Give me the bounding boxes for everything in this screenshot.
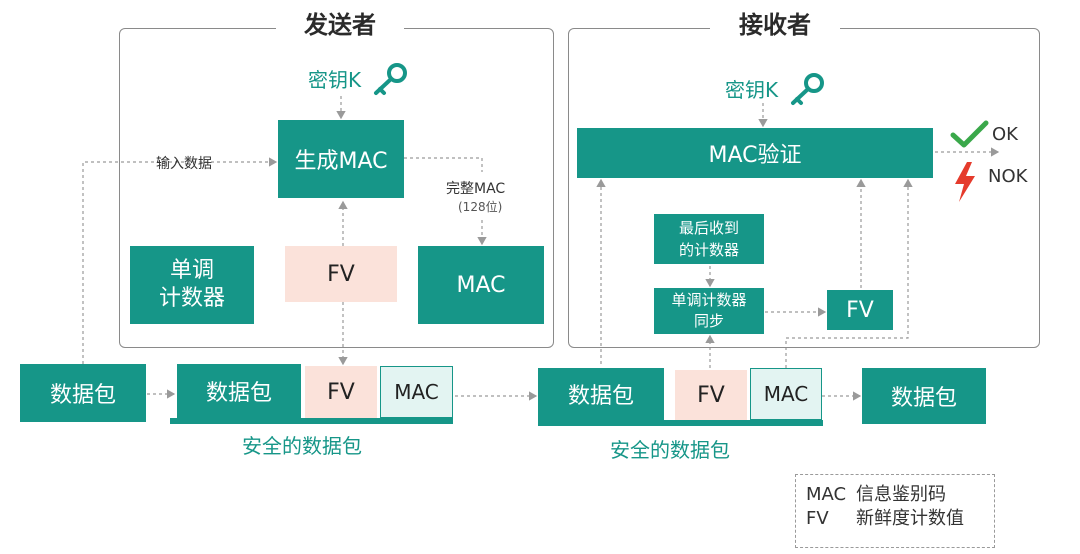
- input-data-label: 输入数据: [156, 156, 212, 172]
- legend-box: MAC 信息鉴别码 FV 新鲜度计数值: [795, 474, 995, 548]
- check-icon: [950, 120, 990, 150]
- sender-fv-box: FV: [285, 246, 397, 302]
- full-mac-bits-label: (128位): [458, 200, 503, 214]
- mac-verify-box: MAC验证: [577, 128, 933, 178]
- secure-packet-fv-box: FV: [305, 366, 377, 418]
- nok-label: NOK: [988, 166, 1028, 187]
- received-packet-underline: [538, 420, 823, 426]
- receiver-title: 接收者: [710, 8, 840, 42]
- key-icon: [787, 72, 827, 106]
- received-packet-mac-box: MAC: [750, 368, 822, 420]
- legend-desc-mac: 信息鉴别码: [856, 484, 946, 505]
- arrow-input-data: [82, 157, 278, 364]
- legend-key-fv: FV: [806, 508, 829, 529]
- output-packet-box: 数据包: [862, 368, 986, 424]
- last-received-counter-box: 最后收到 的计数器: [654, 214, 764, 264]
- generate-mac-box: 生成MAC: [278, 120, 404, 198]
- legend-row-mac: MAC 信息鉴别码: [806, 483, 984, 507]
- lightning-icon: [952, 162, 978, 202]
- full-mac-label: 完整MAC: [446, 181, 506, 197]
- legend-row-fv: FV 新鲜度计数值: [806, 507, 984, 531]
- ok-label: OK: [992, 124, 1018, 145]
- legend-desc-fv: 新鲜度计数值: [856, 508, 964, 529]
- secure-packet-underline: [170, 418, 453, 424]
- sender-title: 发送者: [276, 8, 404, 42]
- secure-packet-mac-box: MAC: [380, 366, 453, 418]
- arrow-genmac-right: [404, 157, 483, 172]
- received-packet-fv-box: FV: [675, 370, 747, 420]
- secure-packet-data-box: 数据包: [177, 364, 301, 418]
- key-icon: [370, 62, 410, 96]
- arrow-mac-to-verify: [785, 178, 913, 368]
- counter-sync-box: 单调计数器 同步: [654, 288, 764, 334]
- received-packet-data-box: 数据包: [538, 368, 664, 420]
- secure-packet-label: 安全的数据包: [242, 434, 362, 458]
- receiver-key-label: 密钥K: [725, 78, 779, 102]
- plain-packet-box: 数据包: [20, 364, 146, 422]
- receiver-fv-box: FV: [827, 290, 893, 330]
- monotonic-counter-box: 单调 计数器: [130, 246, 254, 324]
- received-packet-label: 安全的数据包: [610, 438, 730, 462]
- sender-key-label: 密钥K: [308, 68, 362, 92]
- sender-mac-box: MAC: [418, 246, 544, 324]
- legend-key-mac: MAC: [806, 484, 847, 505]
